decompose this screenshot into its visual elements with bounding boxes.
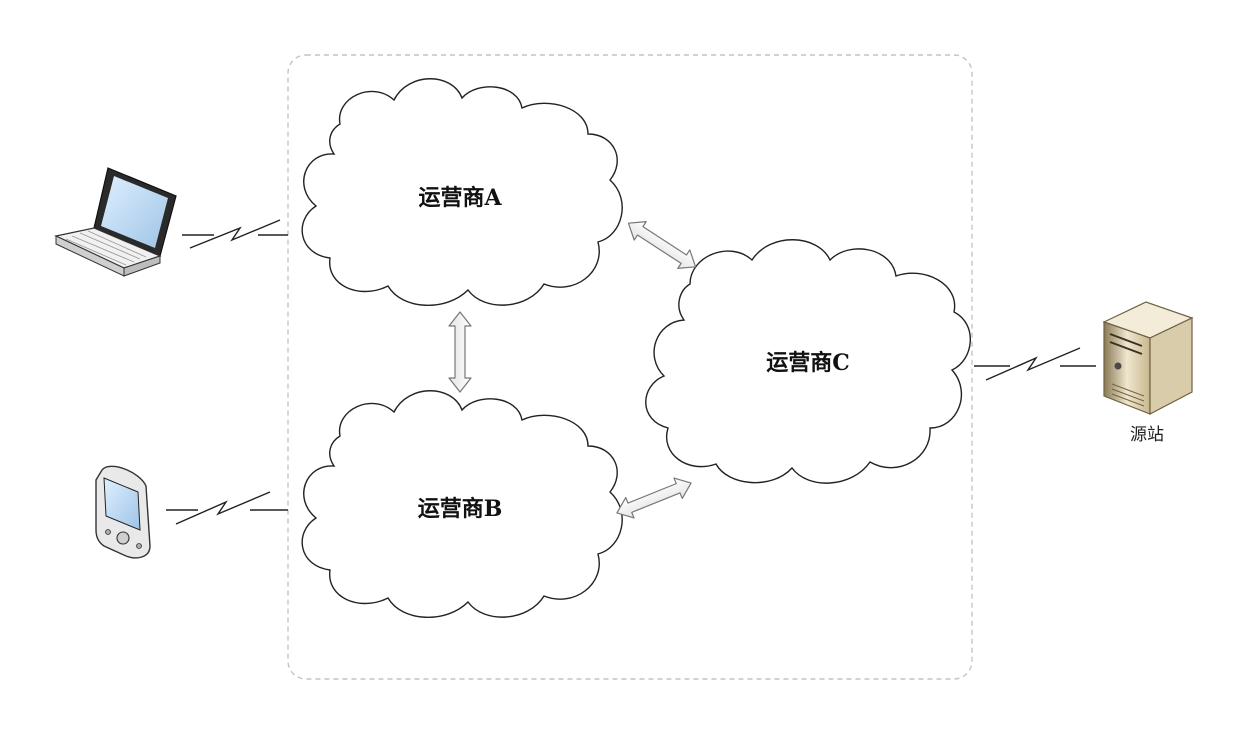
- carrier-a-label: 运营商A: [418, 185, 502, 211]
- carrier-b-cloud: 运营商B: [301, 390, 623, 619]
- carrier-network-boundary: [287, 54, 973, 680]
- link-a-c-arrow: [621, 213, 703, 277]
- server-wireless-link: [974, 347, 1096, 381]
- carrier-a-cloud: 运营商A: [301, 78, 623, 307]
- server-icon: [1102, 301, 1194, 415]
- link-b-c-arrow: [612, 472, 696, 524]
- carrier-c-label: 运营商C: [766, 350, 850, 376]
- carrier-b-label: 运营商B: [418, 496, 503, 522]
- origin-server-label: 源站: [1130, 425, 1164, 445]
- phone-icon: [95, 465, 151, 559]
- laptop-wireless-link: [182, 219, 288, 249]
- carrier-c-cloud: 运营商C: [645, 239, 971, 484]
- laptop-icon: [54, 167, 177, 277]
- link-a-b-arrow: [448, 311, 472, 393]
- phone-wireless-link: [166, 491, 288, 525]
